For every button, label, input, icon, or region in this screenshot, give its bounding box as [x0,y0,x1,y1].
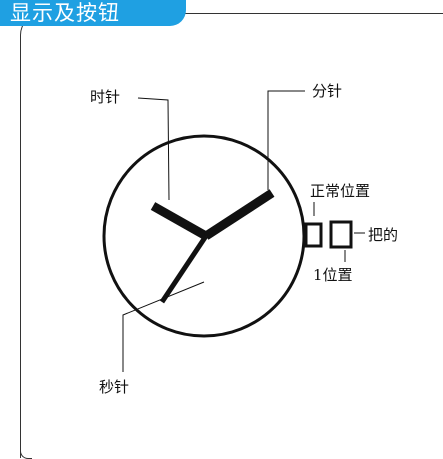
crown-normal-position [304,222,323,248]
normal-position-label: 正常位置 [310,182,371,200]
second-hand [159,234,209,304]
second-hand-leader [122,281,205,372]
hour-hand [150,202,209,240]
minute-hand [203,189,275,240]
crown-label: 把的 [368,226,399,244]
position-1-label: 1位置 [313,266,353,284]
crown-position-1 [329,220,353,249]
hour-hand-label: 时针 [90,88,121,106]
second-hand-label: 秒针 [99,378,130,396]
hour-hand-leader [137,97,170,201]
minute-hand-label: 分针 [312,82,343,100]
section-title: 显示及按钮 [0,0,186,26]
minute-hand-leader [267,90,305,190]
section-frame [20,13,443,458]
watch-face [102,134,306,338]
